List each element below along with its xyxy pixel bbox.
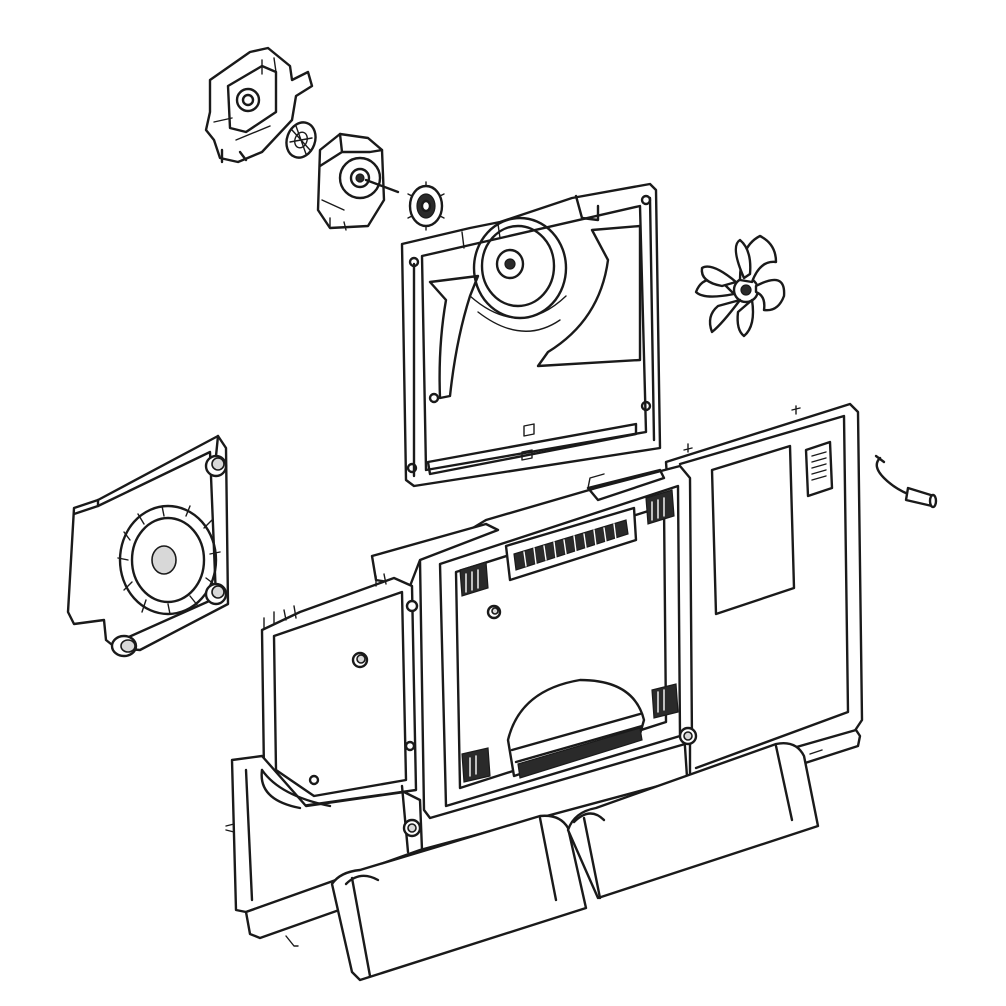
mount-boss [110,454,228,658]
drive-gear [407,181,445,231]
damper-motor [316,132,400,231]
damper-motor-bracket [204,46,314,164]
blower-fan-assembly [66,434,230,658]
fan-shroud-cover [400,182,662,488]
wire-harness-connector [874,454,938,509]
damper-gear-disc [285,121,317,159]
rear-evaporator-cover [225,402,864,982]
evaporator-fan-blade [694,234,786,338]
